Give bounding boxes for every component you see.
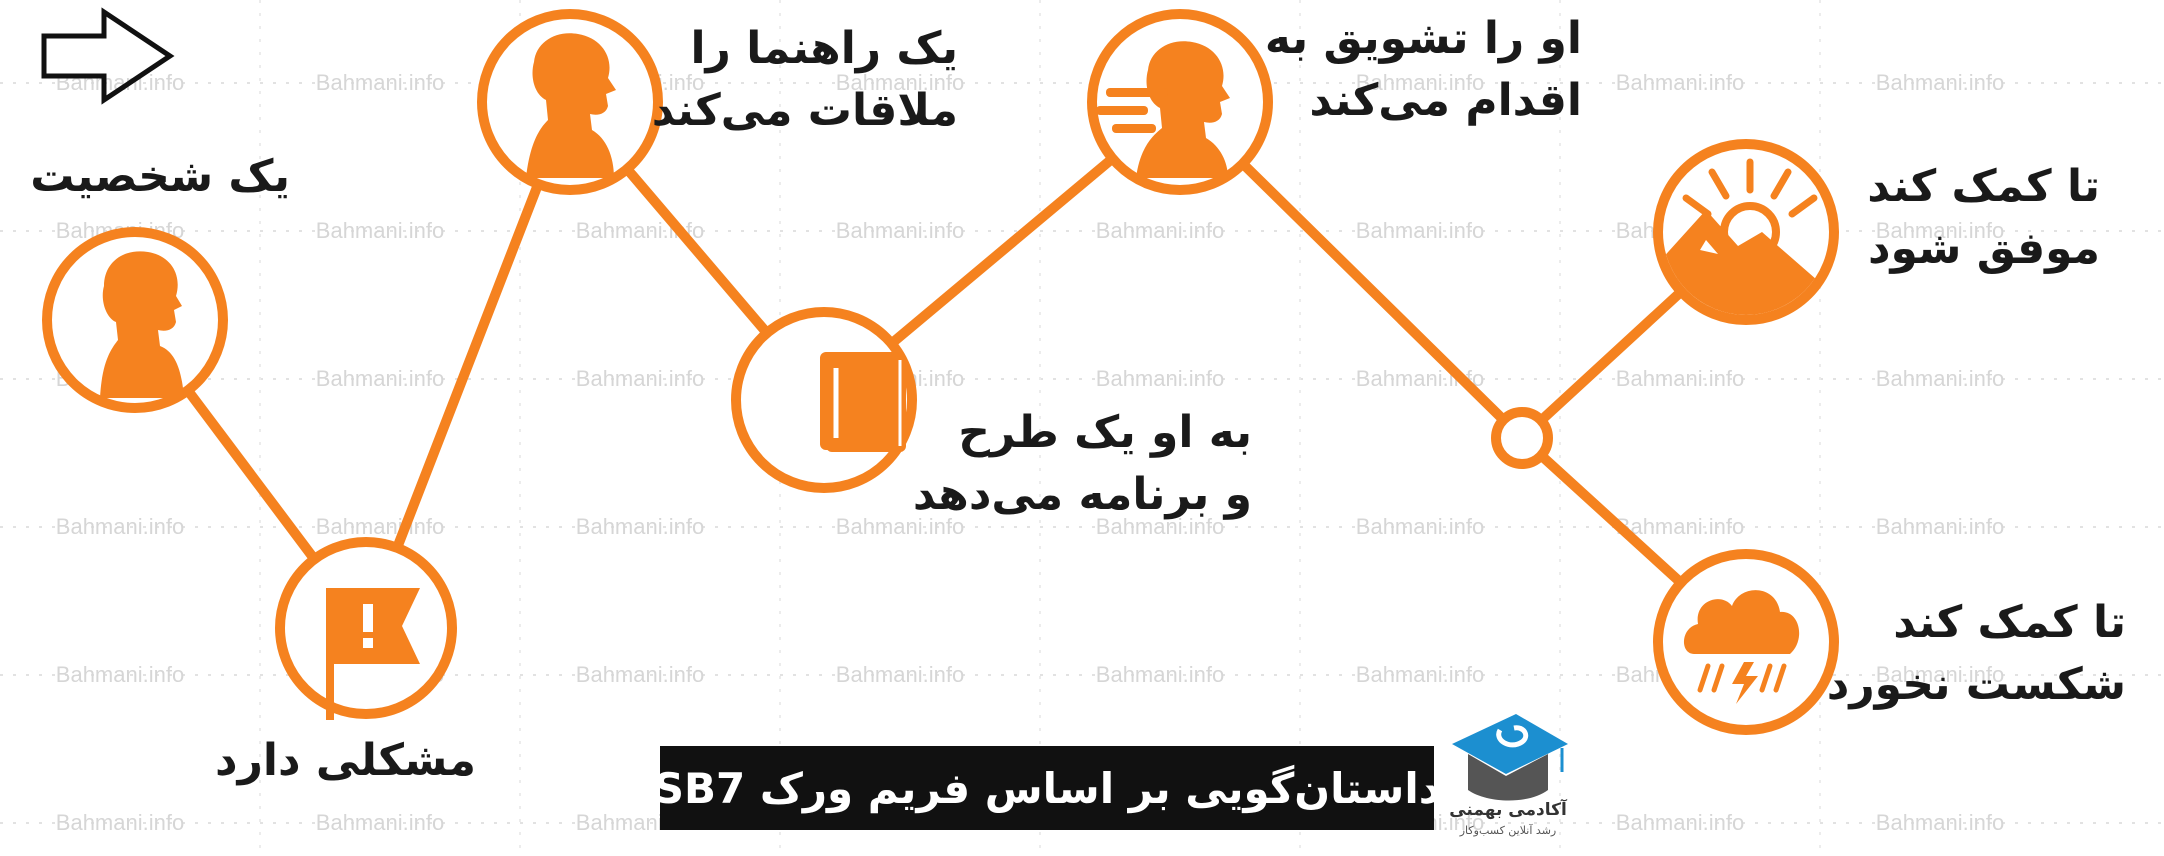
step-label-success: تا کمک کند موفق شود: [1867, 156, 2100, 280]
watermark-text: Bahmani.info: [836, 662, 964, 687]
watermark-text: Bahmani.info: [836, 514, 964, 539]
watermark-text: Bahmani.info: [576, 514, 704, 539]
junction-node: [1491, 407, 1553, 469]
step-label-failure: تا کمک کند شکست نخورد: [1827, 592, 2126, 716]
person-silhouette-icon: [526, 33, 616, 178]
storm-cloud-icon: [1683, 590, 1800, 704]
watermark-text: Bahmani.info: [1616, 514, 1744, 539]
watermark-text: Bahmani.info: [576, 366, 704, 391]
watermark-text: Bahmani.info: [316, 366, 444, 391]
step-label-line: یک راهنما را: [690, 23, 958, 74]
watermark-text: Bahmani.info: [576, 662, 704, 687]
watermark-text: Bahmani.info: [1356, 218, 1484, 243]
watermark-text: Bahmani.info: [1876, 514, 2004, 539]
step-label-plan: به او یک طرح و برنامه می‌دهد: [913, 402, 1252, 526]
step-label-line: یک شخصیت: [30, 151, 290, 202]
graduation-cap-icon: [1452, 714, 1568, 801]
watermark-text: Bahmani.info: [316, 810, 444, 835]
watermark-text: Bahmani.info: [1616, 366, 1744, 391]
step-label-line: تا کمک کند: [1893, 597, 2126, 648]
step-node-action: [1087, 9, 1273, 195]
logo-name: آکادمی بهمنی: [1449, 800, 1567, 820]
book-icon: [820, 352, 906, 452]
step-label-line: تا کمک کند: [1867, 161, 2100, 212]
watermark-text: Bahmani.info: [1876, 366, 2004, 391]
step-label-character: یک شخصیت: [30, 146, 290, 208]
watermark-text: Bahmani.info: [1876, 218, 2004, 243]
watermark-text: Bahmani.info: [836, 70, 964, 95]
warning-flag-icon: [326, 588, 420, 720]
logo-tagline: رشد آنلاین کسب‌وکار: [1459, 824, 1557, 837]
step-label-action: او را تشویق به اقدام می‌کند: [1265, 8, 1582, 132]
title-banner: داستان‌گویی بر اساس فریم ورک SB7: [654, 746, 1440, 830]
step-label-line: او را تشویق به: [1264, 13, 1582, 64]
arrow-right-icon: [41, 7, 175, 105]
person-silhouette-icon: [100, 251, 184, 398]
watermark-text: Bahmani.info: [1356, 662, 1484, 687]
page-title: داستان‌گویی بر اساس فریم ورک SB7: [653, 763, 1441, 813]
watermark-text: Bahmani.info: [56, 810, 184, 835]
step-label-line: به او یک طرح: [958, 407, 1252, 458]
watermark-text: Bahmani.info: [56, 514, 184, 539]
watermark-text: Bahmani.info: [56, 662, 184, 687]
watermark-text: Bahmani.info: [836, 218, 964, 243]
step-label-guide: یک راهنما را ملاقات می‌کند: [652, 18, 958, 142]
step-node-failure: [1653, 549, 1839, 735]
running-person-icon: [1096, 41, 1230, 178]
step-label-line: اقدام می‌کند: [1309, 75, 1582, 126]
watermark-text: Bahmani.info: [1096, 514, 1224, 539]
step-label-line: شکست نخورد: [1826, 659, 2126, 710]
watermark-text: Bahmani.info: [1096, 218, 1224, 243]
step-label-line: و برنامه می‌دهد: [912, 469, 1252, 520]
watermark-text: Bahmani.info: [316, 514, 444, 539]
step-label-line: مشکلی دارد: [215, 735, 476, 786]
watermark-text: Bahmani.info: [1096, 662, 1224, 687]
watermark-text: Bahmani.info: [1616, 810, 1744, 835]
step-node-problem: [275, 537, 457, 720]
watermark-text: Bahmani.info: [316, 218, 444, 243]
step-node-guide: [477, 9, 663, 195]
watermark-text: Bahmani.info: [1356, 70, 1484, 95]
watermark-text: Bahmani.info: [1356, 514, 1484, 539]
step-label-line: ملاقات می‌کند: [651, 85, 958, 136]
step-label-line: موفق شود: [1867, 223, 2100, 274]
watermark-text: Bahmani.info: [1876, 662, 2004, 687]
step-node-character: [42, 227, 228, 413]
watermark-text: Bahmani.info: [1616, 70, 1744, 95]
step-node-success: [1653, 139, 1839, 325]
step-node-plan: [731, 307, 917, 493]
watermark-text: Bahmani.info: [1096, 366, 1224, 391]
step-label-problem: مشکلی دارد: [215, 730, 476, 792]
watermark-text: Bahmani.info: [1876, 70, 2004, 95]
watermark-text: Bahmani.info: [1876, 810, 2004, 835]
watermark-text: Bahmani.info: [316, 70, 444, 95]
